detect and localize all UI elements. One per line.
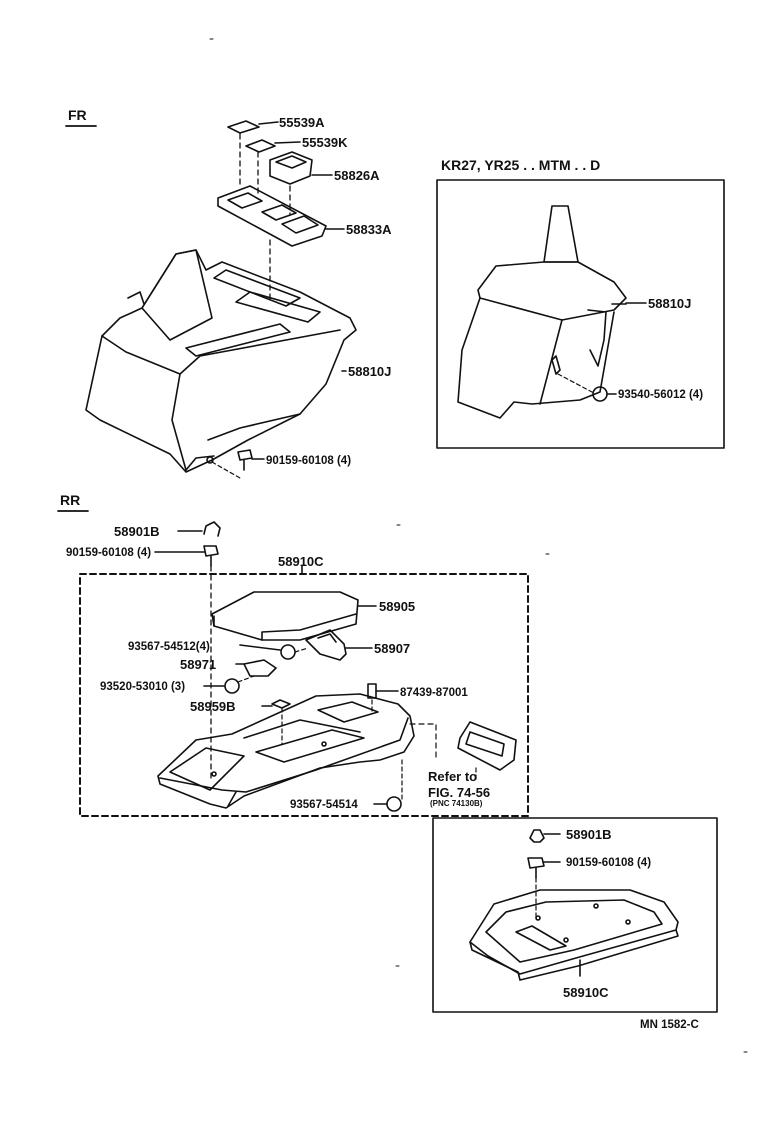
part-58810j-variant: 58810J	[648, 296, 691, 311]
variant-heading: KR27, YR25 . . MTM . . D	[441, 157, 600, 173]
plate-58959b	[261, 699, 291, 745]
hinge-58907	[305, 629, 373, 661]
part-58959b: 58959B	[190, 699, 236, 714]
lid-58905	[211, 591, 377, 641]
switch-58826a	[269, 151, 333, 185]
part-58971: 58971	[180, 657, 216, 672]
part-58826a: 58826A	[334, 168, 380, 183]
part-58910c-rear: 58910C	[278, 554, 324, 569]
rear-console-58910c-box	[469, 889, 679, 981]
part-58907: 58907	[374, 641, 410, 656]
screw-93520	[203, 675, 255, 694]
refer-line-3: (PNC 74130B)	[430, 799, 483, 808]
screw-93567-54514	[373, 759, 403, 812]
clip-58901b-rear	[203, 521, 221, 537]
bracket-58971	[235, 659, 277, 677]
part-58905: 58905	[379, 599, 415, 614]
rear-variant-section	[432, 817, 718, 1013]
part-58810j-main: 58810J	[348, 364, 391, 379]
part-58901b-box: 58901B	[566, 827, 612, 842]
figure-code: MN 1582-C	[640, 1019, 699, 1031]
variant-section	[436, 179, 725, 449]
part-58833a: 58833A	[346, 222, 392, 237]
part-58901b-rear: 58901B	[114, 524, 160, 539]
front-section	[65, 120, 357, 479]
part-90159-front: 90159-60108 (4)	[266, 455, 351, 467]
part-93540: 93540-56012 (4)	[618, 389, 703, 401]
rear-console-58910c	[157, 693, 415, 809]
clip-58901b-box	[529, 829, 561, 843]
switch-reference	[409, 721, 517, 783]
part-93567-54512: 93567-54512(4)	[128, 641, 210, 653]
part-93520: 93520-53010 (3)	[100, 681, 185, 693]
cap-55539k	[245, 139, 301, 153]
section-label-front: FR	[68, 107, 87, 123]
screw-90159-front	[206, 449, 265, 479]
refer-line-1: Refer to	[428, 769, 477, 784]
screw-93567-54512	[239, 644, 309, 660]
part-58910c-box: 58910C	[563, 985, 609, 1000]
part-87439: 87439-87001	[400, 687, 468, 699]
panel-58833a	[217, 185, 345, 247]
refer-line-2: FIG. 74-56	[428, 785, 490, 800]
screw-90159-box	[527, 857, 561, 919]
rear-section	[57, 510, 529, 817]
section-label-rear: RR	[60, 492, 80, 508]
part-90159-rear: 90159-60108 (4)	[66, 547, 151, 559]
part-90159-box: 90159-60108 (4)	[566, 857, 651, 869]
console-58810j-variant	[457, 205, 647, 419]
part-55539a: 55539A	[279, 115, 325, 130]
screw-90159-rear	[203, 545, 219, 567]
console-58810j	[85, 249, 357, 473]
part-93567-54514: 93567-54514	[290, 799, 358, 811]
cap-55539a	[227, 120, 279, 134]
part-55539k: 55539K	[302, 135, 348, 150]
nut-93540	[557, 373, 617, 402]
